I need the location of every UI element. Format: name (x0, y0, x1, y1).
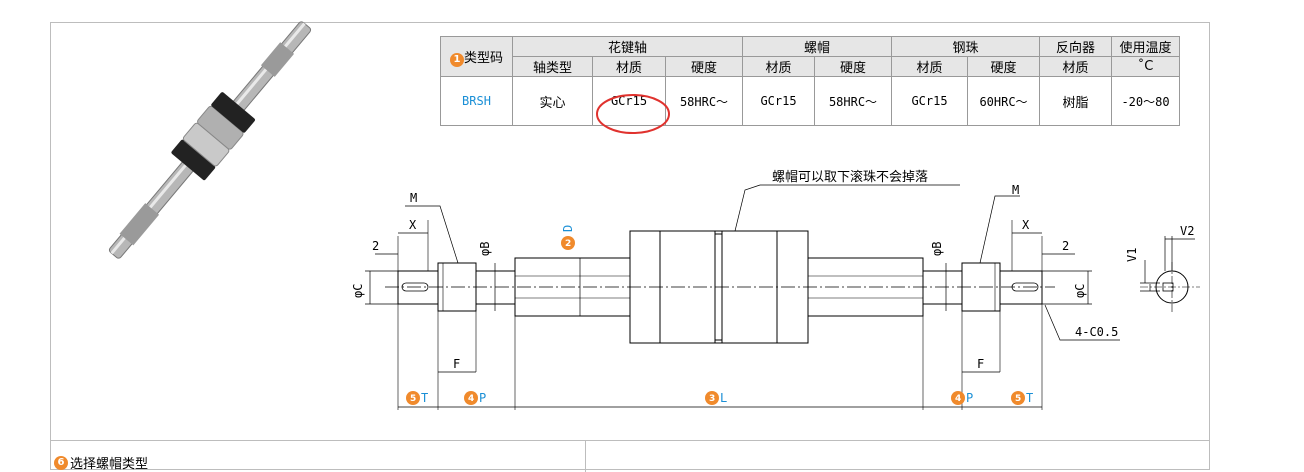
header-nut: 螺帽 (742, 36, 892, 57)
label-phic-right: φC (1073, 284, 1087, 298)
nut-type-label: 选择螺帽类型 (70, 457, 149, 472)
subheader-material: 材质 (742, 56, 815, 77)
subheader-shaft-type: 轴类型 (512, 56, 593, 77)
dim-d: 2 D (561, 225, 575, 250)
dim-l: 3 L (705, 391, 727, 405)
badge-p-num: 4 (468, 394, 474, 404)
dim-p-right: 4 P (951, 391, 973, 405)
badge-6: 6 (54, 455, 68, 470)
cell-ball-material: GCr15 (891, 76, 968, 126)
section-title-nut-type: 6 选择螺帽类型 (54, 453, 148, 472)
label-phib-left: φB (478, 242, 492, 256)
divider-vertical (585, 440, 586, 472)
subheader-temp-unit: ˚C (1111, 56, 1180, 77)
header-reverser: 反向器 (1039, 36, 1112, 57)
label-x-right: X (1022, 218, 1030, 232)
badge-p-letter: P (966, 391, 973, 405)
table-row: BRSH 实心 GCr15 58HRC～ GCr15 58HRC～ GCr15 … (440, 76, 1180, 126)
badge-l-num: 3 (709, 394, 715, 404)
label-v2: V2 (1180, 224, 1194, 238)
subheader-hardness: 硬度 (967, 56, 1040, 77)
content-frame (50, 22, 1210, 470)
badge-t-num: 5 (410, 394, 416, 404)
subheader-material: 材质 (592, 56, 666, 77)
cell-ball-hardness: 60HRC～ (967, 76, 1040, 126)
header-temp: 使用温度 (1111, 36, 1180, 57)
dim-p-left: 4 P (464, 391, 486, 405)
cell-nut-hardness: 58HRC～ (814, 76, 892, 126)
label-f-right: F (977, 357, 984, 371)
note-nut: 螺帽可以取下滚珠不会掉落 (772, 169, 928, 185)
badge-1: 1 (449, 52, 464, 67)
subheader-hardness: 硬度 (665, 56, 743, 77)
label-x-left: X (409, 218, 417, 232)
label-m-right: M (1012, 183, 1019, 197)
subheader-material: 材质 (891, 56, 968, 77)
cell-temp: -20～80 (1111, 76, 1180, 126)
label-2-left: 2 (372, 239, 379, 253)
badge-t-letter: T (1026, 391, 1033, 405)
badge-p-letter: P (479, 391, 486, 405)
badge-d-letter: D (561, 225, 575, 232)
header-spline-shaft: 花键轴 (512, 36, 743, 57)
badge-p-num: 4 (955, 394, 961, 404)
dim-t-right: 5 T (1011, 391, 1033, 405)
dim-t-left: 5 T (406, 391, 428, 405)
badge-l-letter: L (720, 391, 727, 405)
label-chamfer: 4-C0.5 (1075, 325, 1118, 339)
cell-nut-material: GCr15 (742, 76, 815, 126)
badge-t-letter: T (421, 391, 428, 405)
badge-d-num: 2 (565, 239, 571, 249)
type-code-label: 类型码 (463, 50, 503, 66)
cell-code: BRSH (440, 76, 513, 126)
label-phib-right: φB (930, 242, 944, 256)
label-phic-left: φC (351, 284, 365, 298)
label-v1: V1 (1125, 248, 1139, 262)
cell-shaft-type: 实心 (512, 76, 593, 126)
label-m-left: M (410, 191, 417, 205)
label-f-left: F (453, 357, 460, 371)
badge-t-num: 5 (1015, 394, 1021, 404)
divider-horizontal (50, 440, 1210, 441)
label-2-right: 2 (1062, 239, 1069, 253)
header-ball: 钢珠 (891, 36, 1040, 57)
